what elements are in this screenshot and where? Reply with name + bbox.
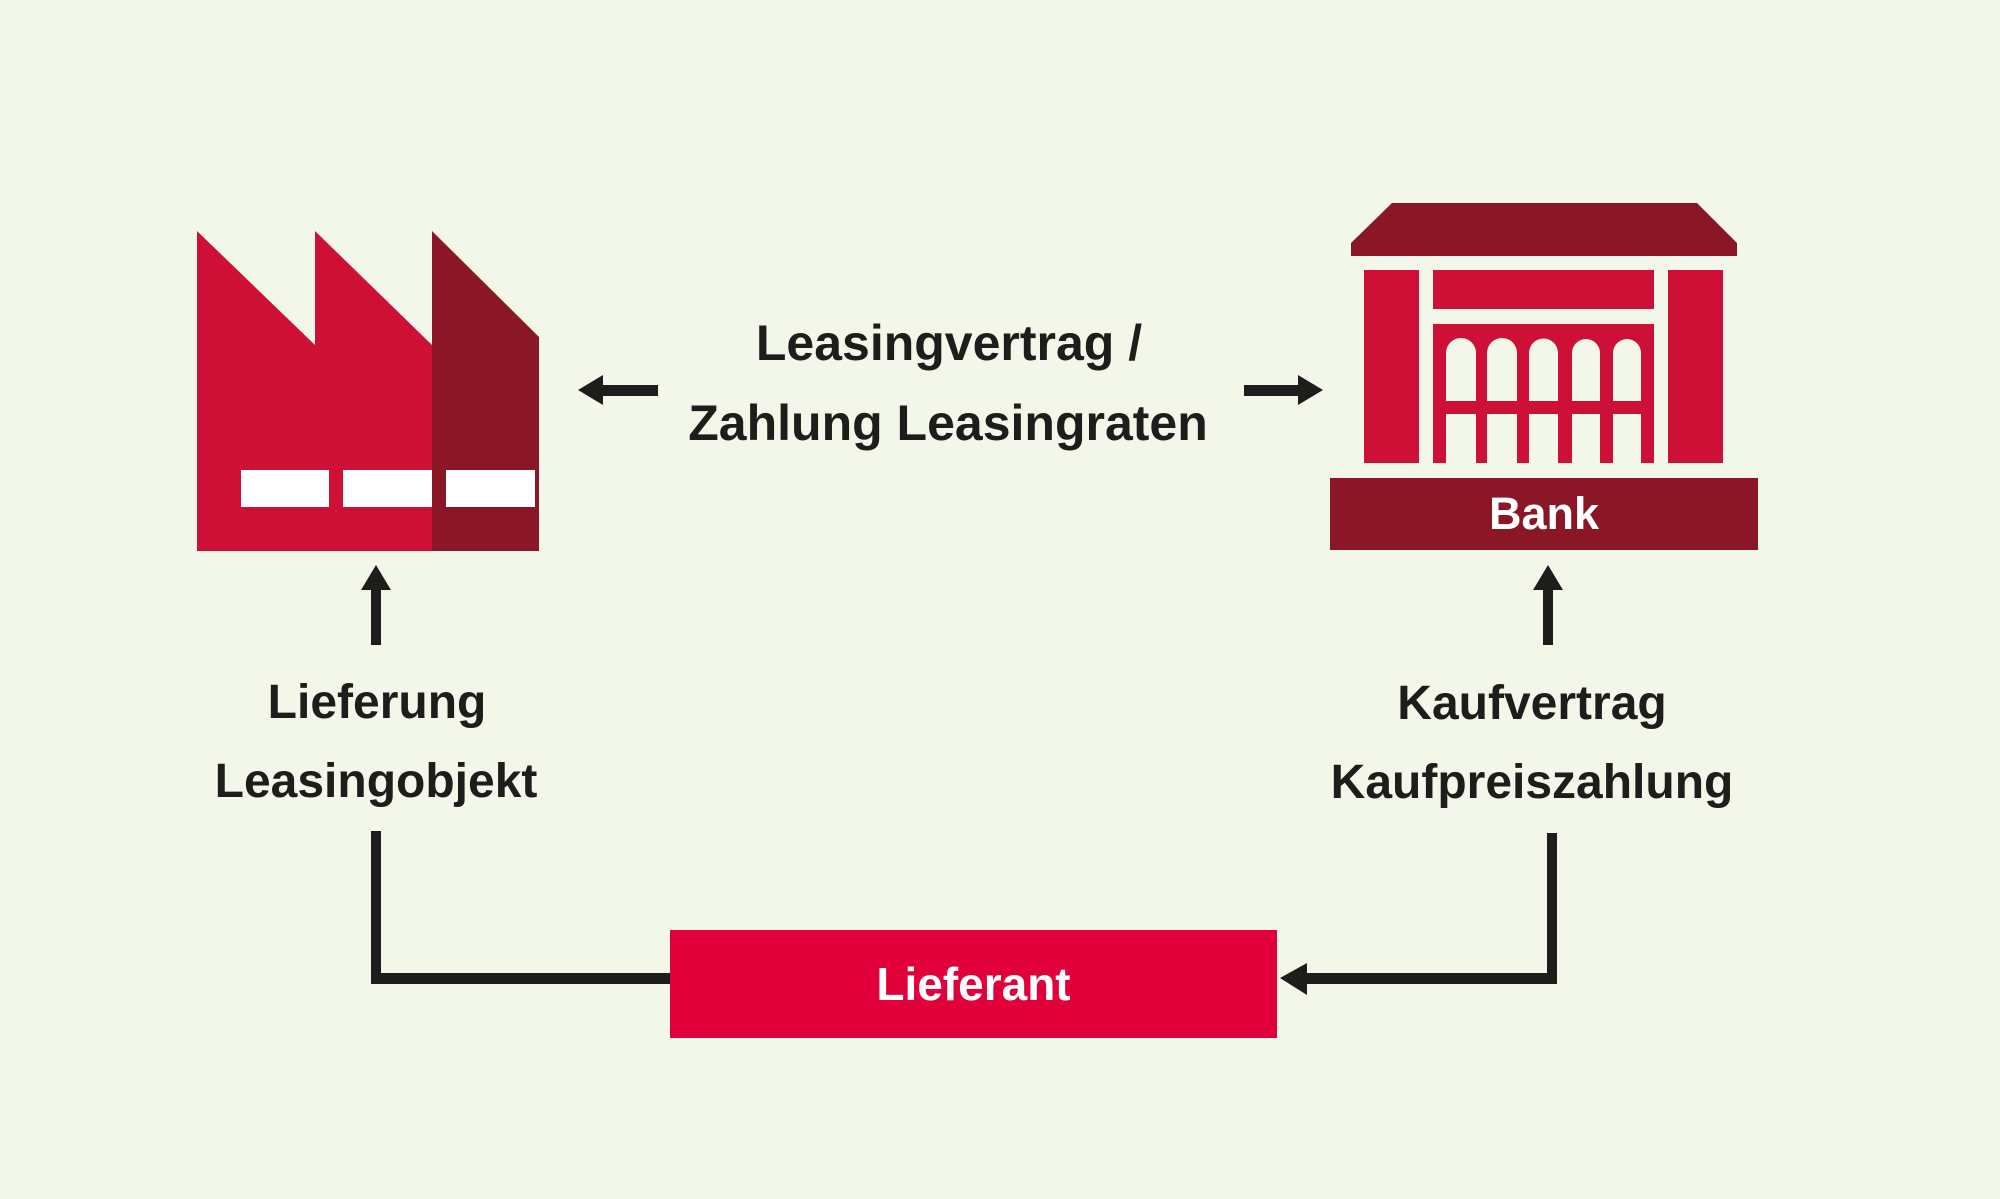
connector-purchase-line (1280, 833, 1557, 995)
leasing-object-label: Leasingobjekt (214, 755, 538, 808)
bank-label: Bank (1488, 488, 1600, 539)
factory-window (343, 470, 432, 507)
bank-arcade (1433, 324, 1654, 463)
bank-top-panel (1433, 270, 1654, 309)
bank-roof (1351, 203, 1737, 256)
bank-right-column (1668, 270, 1723, 463)
purchase-payment-label: Kaufpreiszahlung (1330, 756, 1734, 809)
supplier-box: Lieferant (670, 930, 1277, 1038)
bank-base (1330, 478, 1758, 550)
purchase-contract-label: Kaufvertrag (1397, 677, 1667, 730)
arrow-left-icon (578, 375, 658, 405)
factory-window (241, 470, 329, 507)
lease-payment-label: Zahlung Leasingraten (688, 395, 1208, 451)
arrow-right-icon (1244, 375, 1323, 405)
delivery-label: Lieferung (267, 676, 487, 729)
arrow-left-icon (1280, 963, 1307, 995)
supplier-label: Lieferant (876, 958, 1071, 1010)
arrow-up-icon (361, 565, 391, 645)
factory-window (446, 470, 535, 507)
arrow-up-icon (1533, 565, 1563, 645)
connector-delivery-line (371, 831, 671, 984)
bank-left-column (1364, 270, 1419, 463)
lease-contract-label: Leasingvertrag / (755, 315, 1143, 371)
